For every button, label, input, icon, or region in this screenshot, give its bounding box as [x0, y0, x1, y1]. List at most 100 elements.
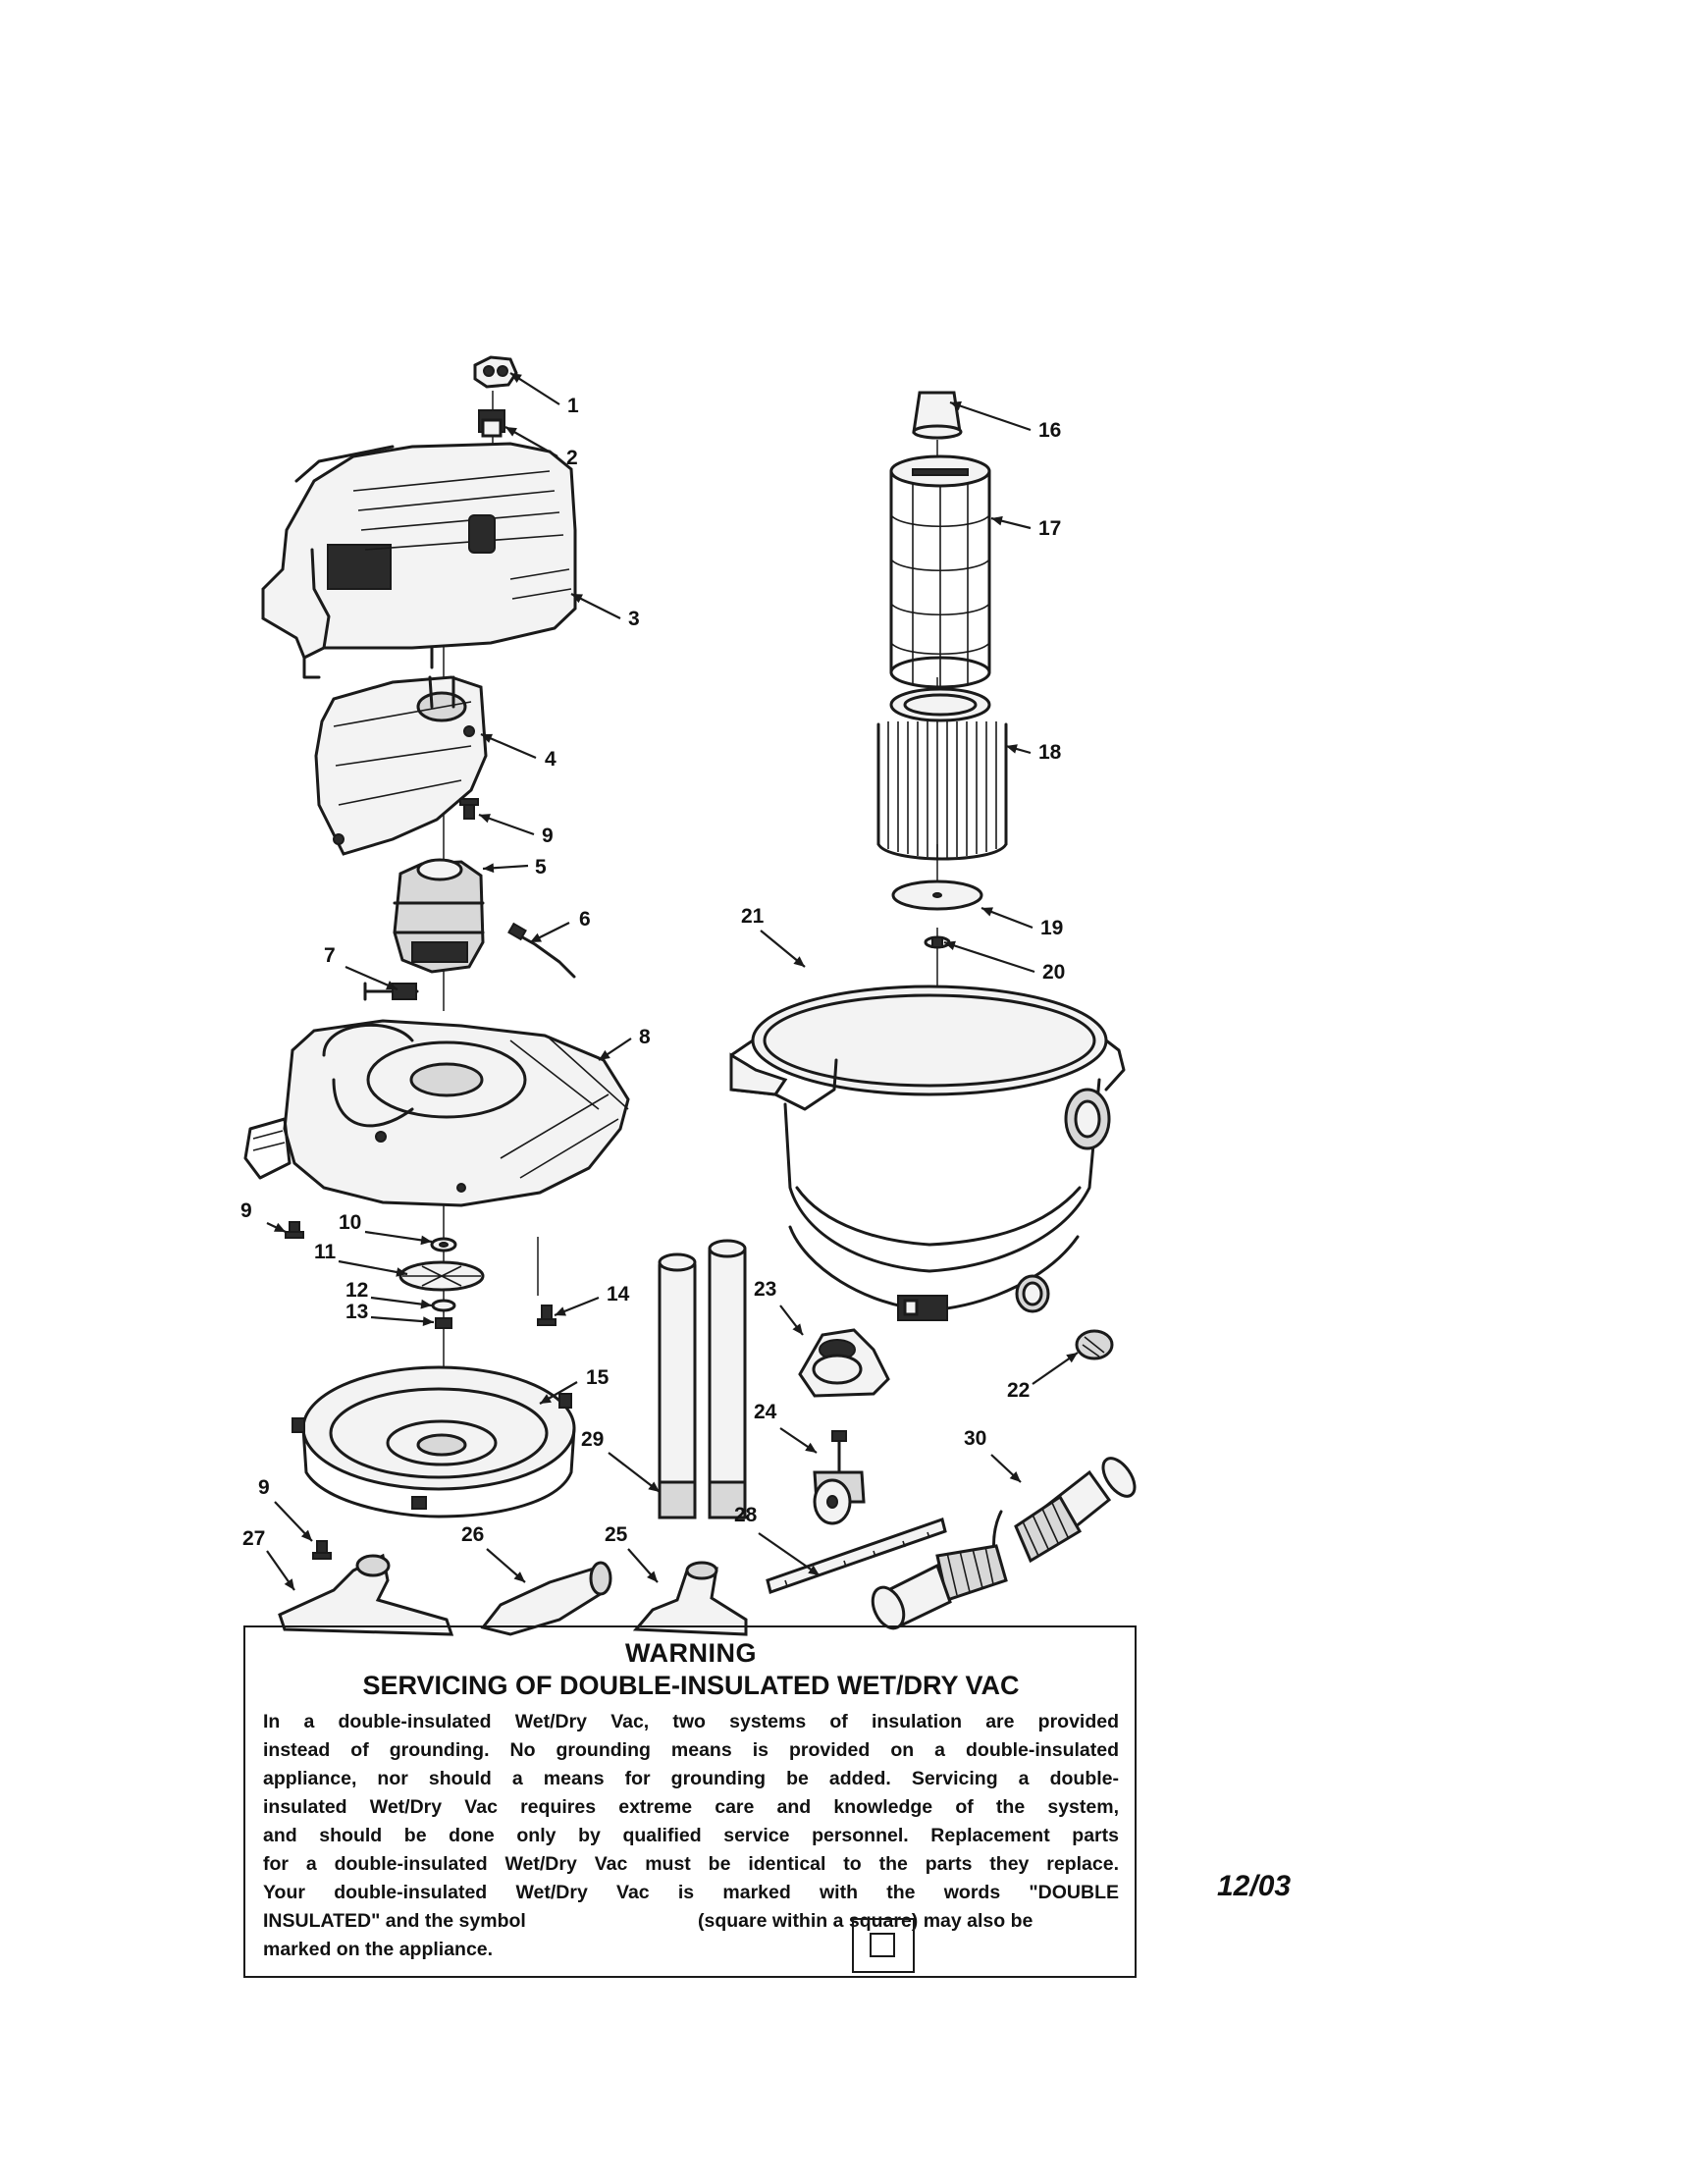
floor-nozzle-icon — [278, 1553, 454, 1636]
screw-icon — [285, 1221, 304, 1239]
part-number-label: 14 — [607, 1283, 630, 1305]
arrowhead — [420, 1299, 432, 1309]
warning-panel: WARNING SERVICING OF DOUBLE-INSULATED WE… — [243, 1625, 1137, 1978]
callout-19: 19 — [980, 906, 1063, 939]
part-number-label: 24 — [754, 1401, 777, 1423]
lid-icon — [243, 1019, 630, 1207]
part-number-label: 5 — [535, 856, 547, 879]
callout-24: 24 — [754, 1401, 818, 1454]
arrowhead — [1066, 1353, 1078, 1363]
extension-wand-icon — [658, 1239, 747, 1519]
callout-4: 4 — [480, 732, 556, 771]
cartridge-filter-icon — [876, 687, 1008, 861]
arrowhead — [808, 1565, 820, 1575]
part-number-label: 17 — [1038, 517, 1061, 540]
screw-icon — [459, 798, 479, 820]
part-number-label: 9 — [542, 825, 554, 847]
arrowhead — [300, 1529, 312, 1541]
part-number-label: 20 — [1042, 961, 1065, 984]
callout-5: 5 — [482, 856, 547, 879]
part-number-label: 1 — [567, 395, 579, 417]
arrowhead — [510, 373, 522, 384]
filter-retainer-icon — [891, 879, 983, 911]
part-number-label: 21 — [741, 905, 765, 928]
callout-30: 30 — [964, 1427, 1022, 1483]
callout-25: 25 — [605, 1523, 659, 1583]
screw-icon — [312, 1540, 332, 1560]
car-nozzle-icon — [480, 1561, 612, 1636]
warning-line-right: (square within a square) may also be — [698, 1910, 1034, 1932]
warning-subtitle: SERVICING OF DOUBLE-INSULATED WET/DRY VA… — [362, 1671, 1020, 1700]
part-number-label: 2 — [566, 447, 578, 469]
part-number-label: 30 — [964, 1427, 986, 1450]
part-number-label: 6 — [579, 908, 591, 931]
callout-8: 8 — [598, 1026, 651, 1061]
inner-square-icon — [870, 1933, 895, 1957]
callout-7: 7 — [324, 944, 398, 991]
callout-6: 6 — [529, 908, 591, 943]
float-icon — [912, 391, 963, 440]
callout-27: 27 — [242, 1527, 295, 1591]
callout-20: 20 — [943, 940, 1065, 984]
callout-23: 23 — [754, 1278, 804, 1336]
motor-icon — [393, 858, 485, 974]
arrowhead — [386, 981, 398, 990]
arrowhead — [422, 1316, 434, 1327]
cord-strain-relief-icon — [363, 982, 419, 1001]
motor-housing-icon — [314, 675, 488, 856]
arrowhead — [944, 940, 956, 951]
part-number-label: 9 — [258, 1476, 270, 1499]
part-number-label: 8 — [639, 1026, 651, 1048]
part-number-label: 23 — [754, 1278, 776, 1301]
warning-line: instead of grounding. No grounding means… — [263, 1739, 1119, 1761]
callout-14: 14 — [554, 1283, 630, 1317]
arrowhead — [1006, 744, 1018, 754]
callout-3: 3 — [570, 593, 640, 630]
motor-cover-icon — [261, 442, 577, 679]
callout-12: 12 — [345, 1279, 433, 1309]
leader-line — [943, 940, 1035, 974]
double-insulation-symbol-icon — [852, 1918, 915, 1973]
part-number-label: 3 — [628, 608, 640, 630]
arrowhead — [483, 863, 495, 874]
part-number-label: 25 — [605, 1523, 628, 1546]
impeller-icon — [398, 1260, 485, 1292]
part-number-label: 13 — [345, 1301, 368, 1323]
arrowhead — [396, 1267, 407, 1277]
arrowhead — [530, 932, 542, 942]
warning-line: and should be done only by qualified ser… — [263, 1825, 1119, 1846]
arrowhead — [513, 1571, 525, 1582]
arrowhead — [647, 1571, 658, 1582]
warning-line: INSULATED" and the symbol (square within… — [263, 1907, 1119, 1936]
collection-tank-icon — [729, 985, 1126, 1321]
arrowhead — [981, 907, 993, 917]
callout-9: 9 — [258, 1476, 313, 1542]
warning-line: for a double-insulated Wet/Dry Vac must … — [263, 1853, 1119, 1875]
part-number-label: 9 — [240, 1199, 252, 1222]
callout-17: 17 — [990, 515, 1061, 540]
part-number-label: 27 — [242, 1527, 265, 1550]
nut-icon — [430, 1237, 457, 1252]
arrowhead — [1009, 1470, 1021, 1482]
callout-1: 1 — [509, 372, 579, 417]
caster-foot-icon — [798, 1328, 890, 1398]
callout-10: 10 — [339, 1211, 433, 1246]
screw-icon — [537, 1305, 556, 1326]
caster-icon — [813, 1430, 866, 1525]
callout-9: 9 — [478, 813, 554, 847]
callout-2: 2 — [504, 426, 578, 469]
leader-line — [364, 1230, 433, 1244]
callout-22: 22 — [1007, 1352, 1079, 1402]
drain-cap-icon — [1075, 1329, 1114, 1360]
arrowhead — [274, 1222, 286, 1232]
arrowhead — [505, 427, 517, 437]
part-number-label: 26 — [461, 1523, 484, 1546]
warning-line: marked on the appliance. — [263, 1939, 494, 1960]
part-number-label: 11 — [314, 1241, 337, 1263]
callout-29: 29 — [581, 1428, 661, 1493]
impeller-housing-icon — [292, 1365, 576, 1518]
leader-line — [758, 1532, 821, 1576]
arrowhead — [991, 515, 1003, 526]
arrowhead — [599, 1049, 610, 1060]
